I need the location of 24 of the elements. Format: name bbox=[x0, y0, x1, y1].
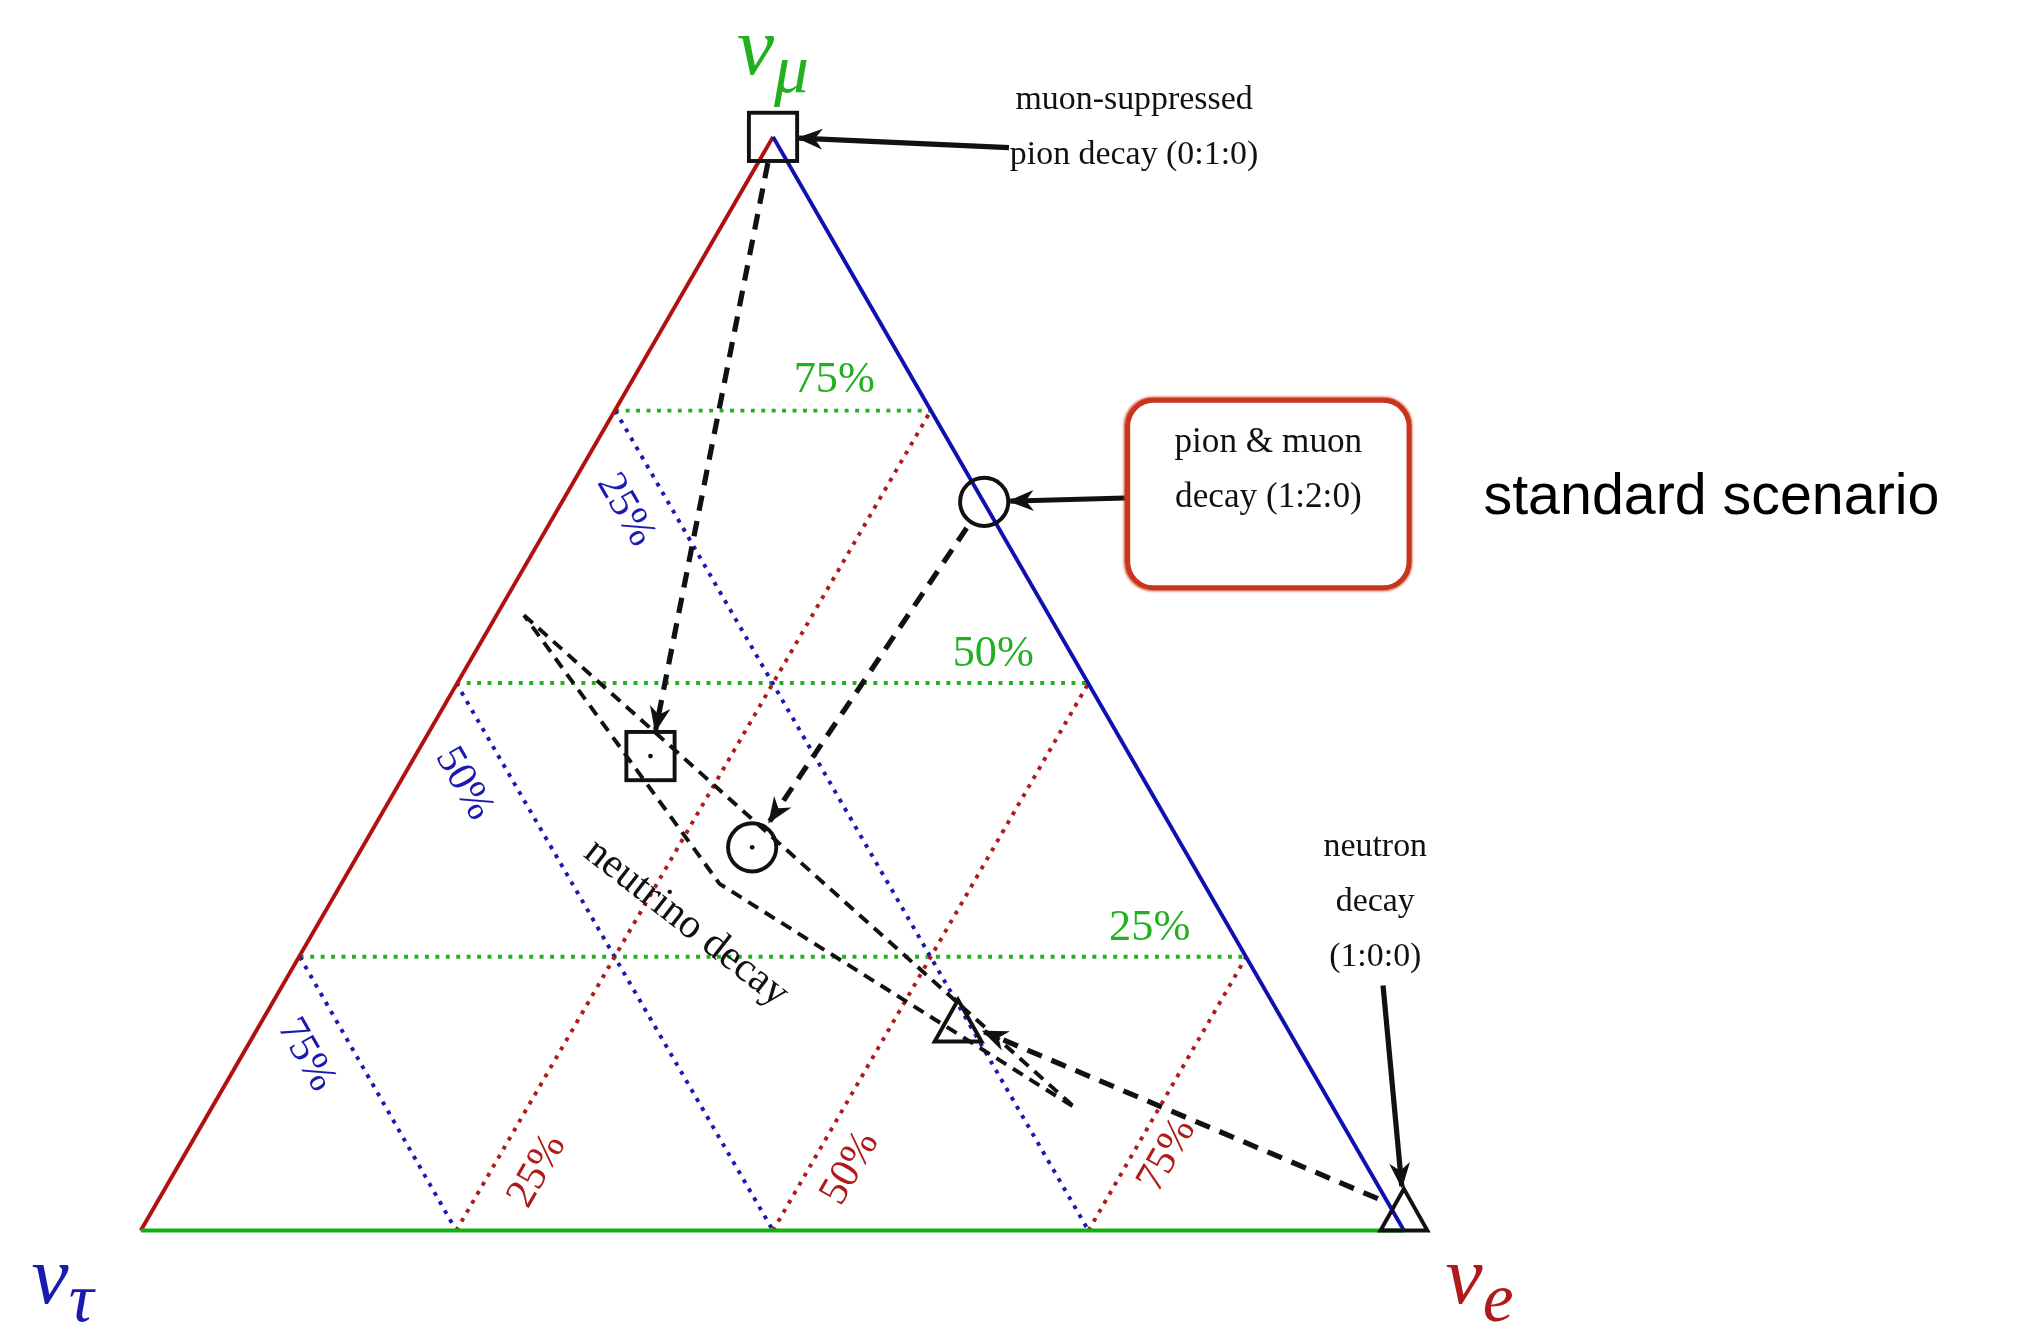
percent-label: 75% bbox=[793, 355, 875, 401]
percent-label: 25% bbox=[1109, 903, 1191, 948]
arrow bbox=[767, 526, 969, 824]
arrow bbox=[649, 162, 771, 733]
axis-vertex-label: ν$_{τ}$ bbox=[31, 1234, 94, 1327]
percent-label: 50% bbox=[952, 629, 1034, 674]
arrow bbox=[796, 128, 1010, 151]
note-text: pion & muon decay (1:2:0) bbox=[1173, 420, 1364, 517]
axis-vertex-label: ν$_{μ}$ bbox=[737, 5, 809, 105]
annotation-text: muon-suppressed pion decay (0:1:0) bbox=[1008, 71, 1260, 235]
note-box bbox=[1125, 397, 1412, 591]
arrow bbox=[1007, 490, 1126, 511]
percent-label: 75% bbox=[1126, 1110, 1202, 1198]
triangle-marker bbox=[1377, 1186, 1430, 1234]
annotation-text: neutron decay (1:0:0) bbox=[1297, 818, 1454, 986]
triangle-marker bbox=[932, 997, 985, 1045]
square-marker bbox=[624, 730, 677, 783]
arrow bbox=[1380, 985, 1410, 1189]
arrow bbox=[981, 1029, 1379, 1202]
square-marker bbox=[746, 110, 800, 163]
axis-vertex-label: ν$_{e}$ bbox=[1445, 1234, 1514, 1327]
scenario-caption: standard scenario bbox=[1483, 460, 1940, 528]
circle-marker bbox=[726, 821, 779, 874]
circle-marker bbox=[958, 475, 1011, 528]
